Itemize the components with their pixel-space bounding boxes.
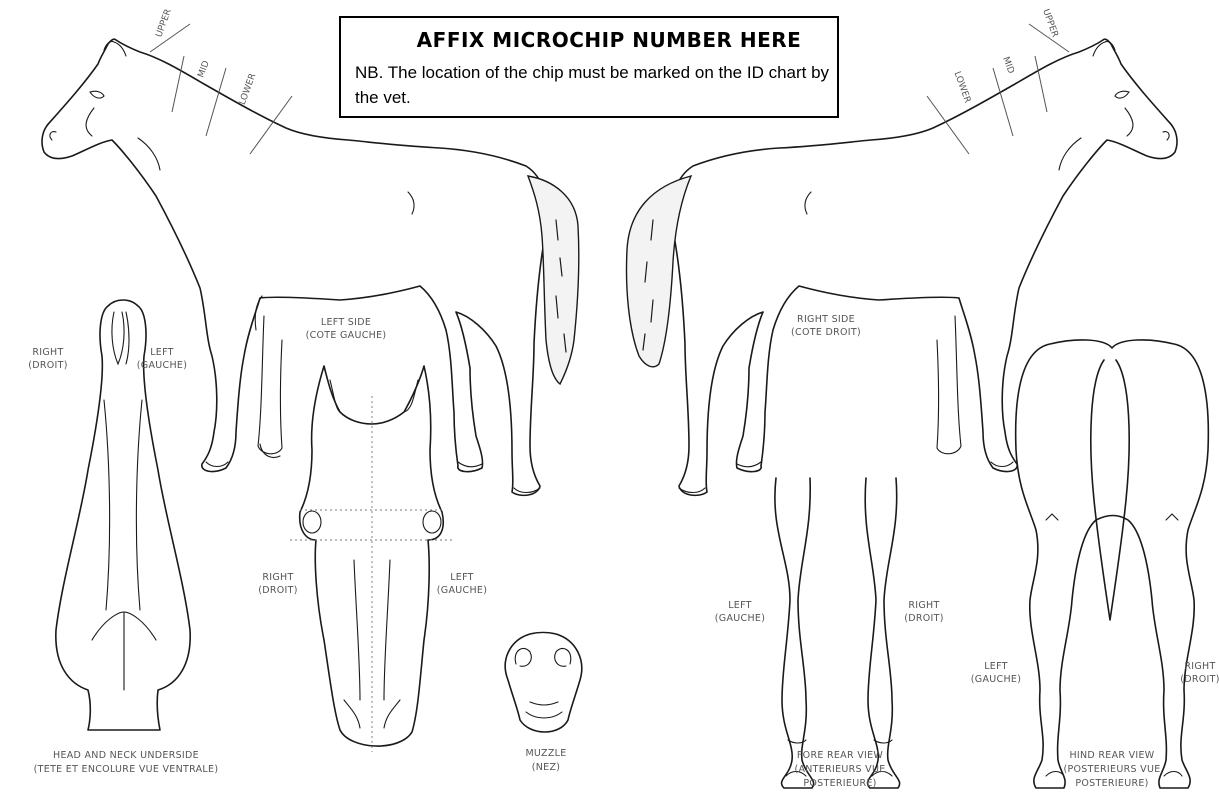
head-front-outline	[290, 366, 454, 752]
left-horse-leg-inner	[258, 316, 282, 454]
head-right-label: RIGHT	[262, 572, 293, 583]
underside-caption-sub: (TETE ET ENCOLURE VUE VENTRALE)	[34, 764, 219, 775]
muzzle-caption: MUZZLE	[525, 748, 566, 759]
hind-caption-sub-2: POSTERIEURE)	[1075, 778, 1148, 789]
fore-caption-sub-2: POSTERIEURE)	[803, 778, 876, 789]
microchip-note: NB. The location of the chip must be mar…	[355, 60, 835, 110]
microchip-box[interactable]: AFFIX MICROCHIP NUMBER HERE NB. The loca…	[339, 16, 839, 118]
hind-right-sub-label: (DROIT)	[1180, 674, 1219, 685]
left-horse-eye	[90, 91, 104, 98]
left-horse-nostril	[50, 132, 56, 140]
left-horse-jaw	[86, 108, 94, 136]
hind-caption: HIND REAR VIEW	[1069, 750, 1154, 761]
right-zone-mid: MID	[1000, 55, 1015, 75]
fore-left-sub-label: (GAUCHE)	[715, 613, 765, 624]
fore-right-sub-label: (DROIT)	[904, 613, 944, 624]
left-horse-chest	[138, 138, 160, 170]
left-horse-belly-line	[255, 296, 262, 330]
hind-rear-view-outline	[1016, 340, 1209, 788]
underside-right-label: RIGHT	[32, 347, 63, 358]
underside-right-sub-label: (DROIT)	[28, 360, 68, 371]
fore-right-label: RIGHT	[908, 600, 939, 611]
muzzle-caption-sub: (NEZ)	[532, 762, 561, 773]
hind-left-label: LEFT	[984, 661, 1008, 672]
fore-rear-view-outline	[775, 478, 900, 788]
microchip-title: AFFIX MICROCHIP NUMBER HERE	[341, 28, 837, 52]
left-zone-upper: UPPER	[154, 8, 173, 39]
hind-right-label: RIGHT	[1184, 661, 1215, 672]
hind-left-sub-label: (GAUCHE)	[971, 674, 1021, 685]
left-side-sub-label: (COTE GAUCHE)	[306, 330, 387, 341]
right-side-label: RIGHT SIDE	[797, 314, 855, 325]
hind-caption-sub: (POSTERIEURS VUE	[1063, 764, 1160, 775]
head-right-sub-label: (DROIT)	[258, 585, 298, 596]
left-horse-hoof-3	[458, 462, 482, 467]
left-horse-hoof-2	[260, 444, 280, 458]
underside-left-label: LEFT	[150, 347, 174, 358]
fore-caption-sub: (ANTERIEURS VUE	[794, 764, 885, 775]
left-horse-hoof-1	[206, 462, 228, 467]
left-horse-flank	[408, 192, 414, 214]
head-left-label: LEFT	[450, 572, 474, 583]
underside-caption: HEAD AND NECK UNDERSIDE	[53, 750, 199, 761]
muzzle-outline	[505, 633, 581, 733]
underside-left-sub-label: (GAUCHE)	[137, 360, 187, 371]
left-side-label: LEFT SIDE	[321, 317, 371, 328]
right-side-sub-label: (COTE DROIT)	[791, 327, 861, 338]
right-zone-lower: LOWER	[952, 70, 973, 104]
left-zone-mid: MID	[196, 59, 211, 79]
left-zone-lower: LOWER	[238, 72, 259, 106]
head-left-sub-label: (GAUCHE)	[437, 585, 487, 596]
left-horse-tail	[528, 176, 579, 384]
fore-caption: FORE REAR VIEW	[797, 750, 883, 761]
fore-left-label: LEFT	[728, 600, 752, 611]
